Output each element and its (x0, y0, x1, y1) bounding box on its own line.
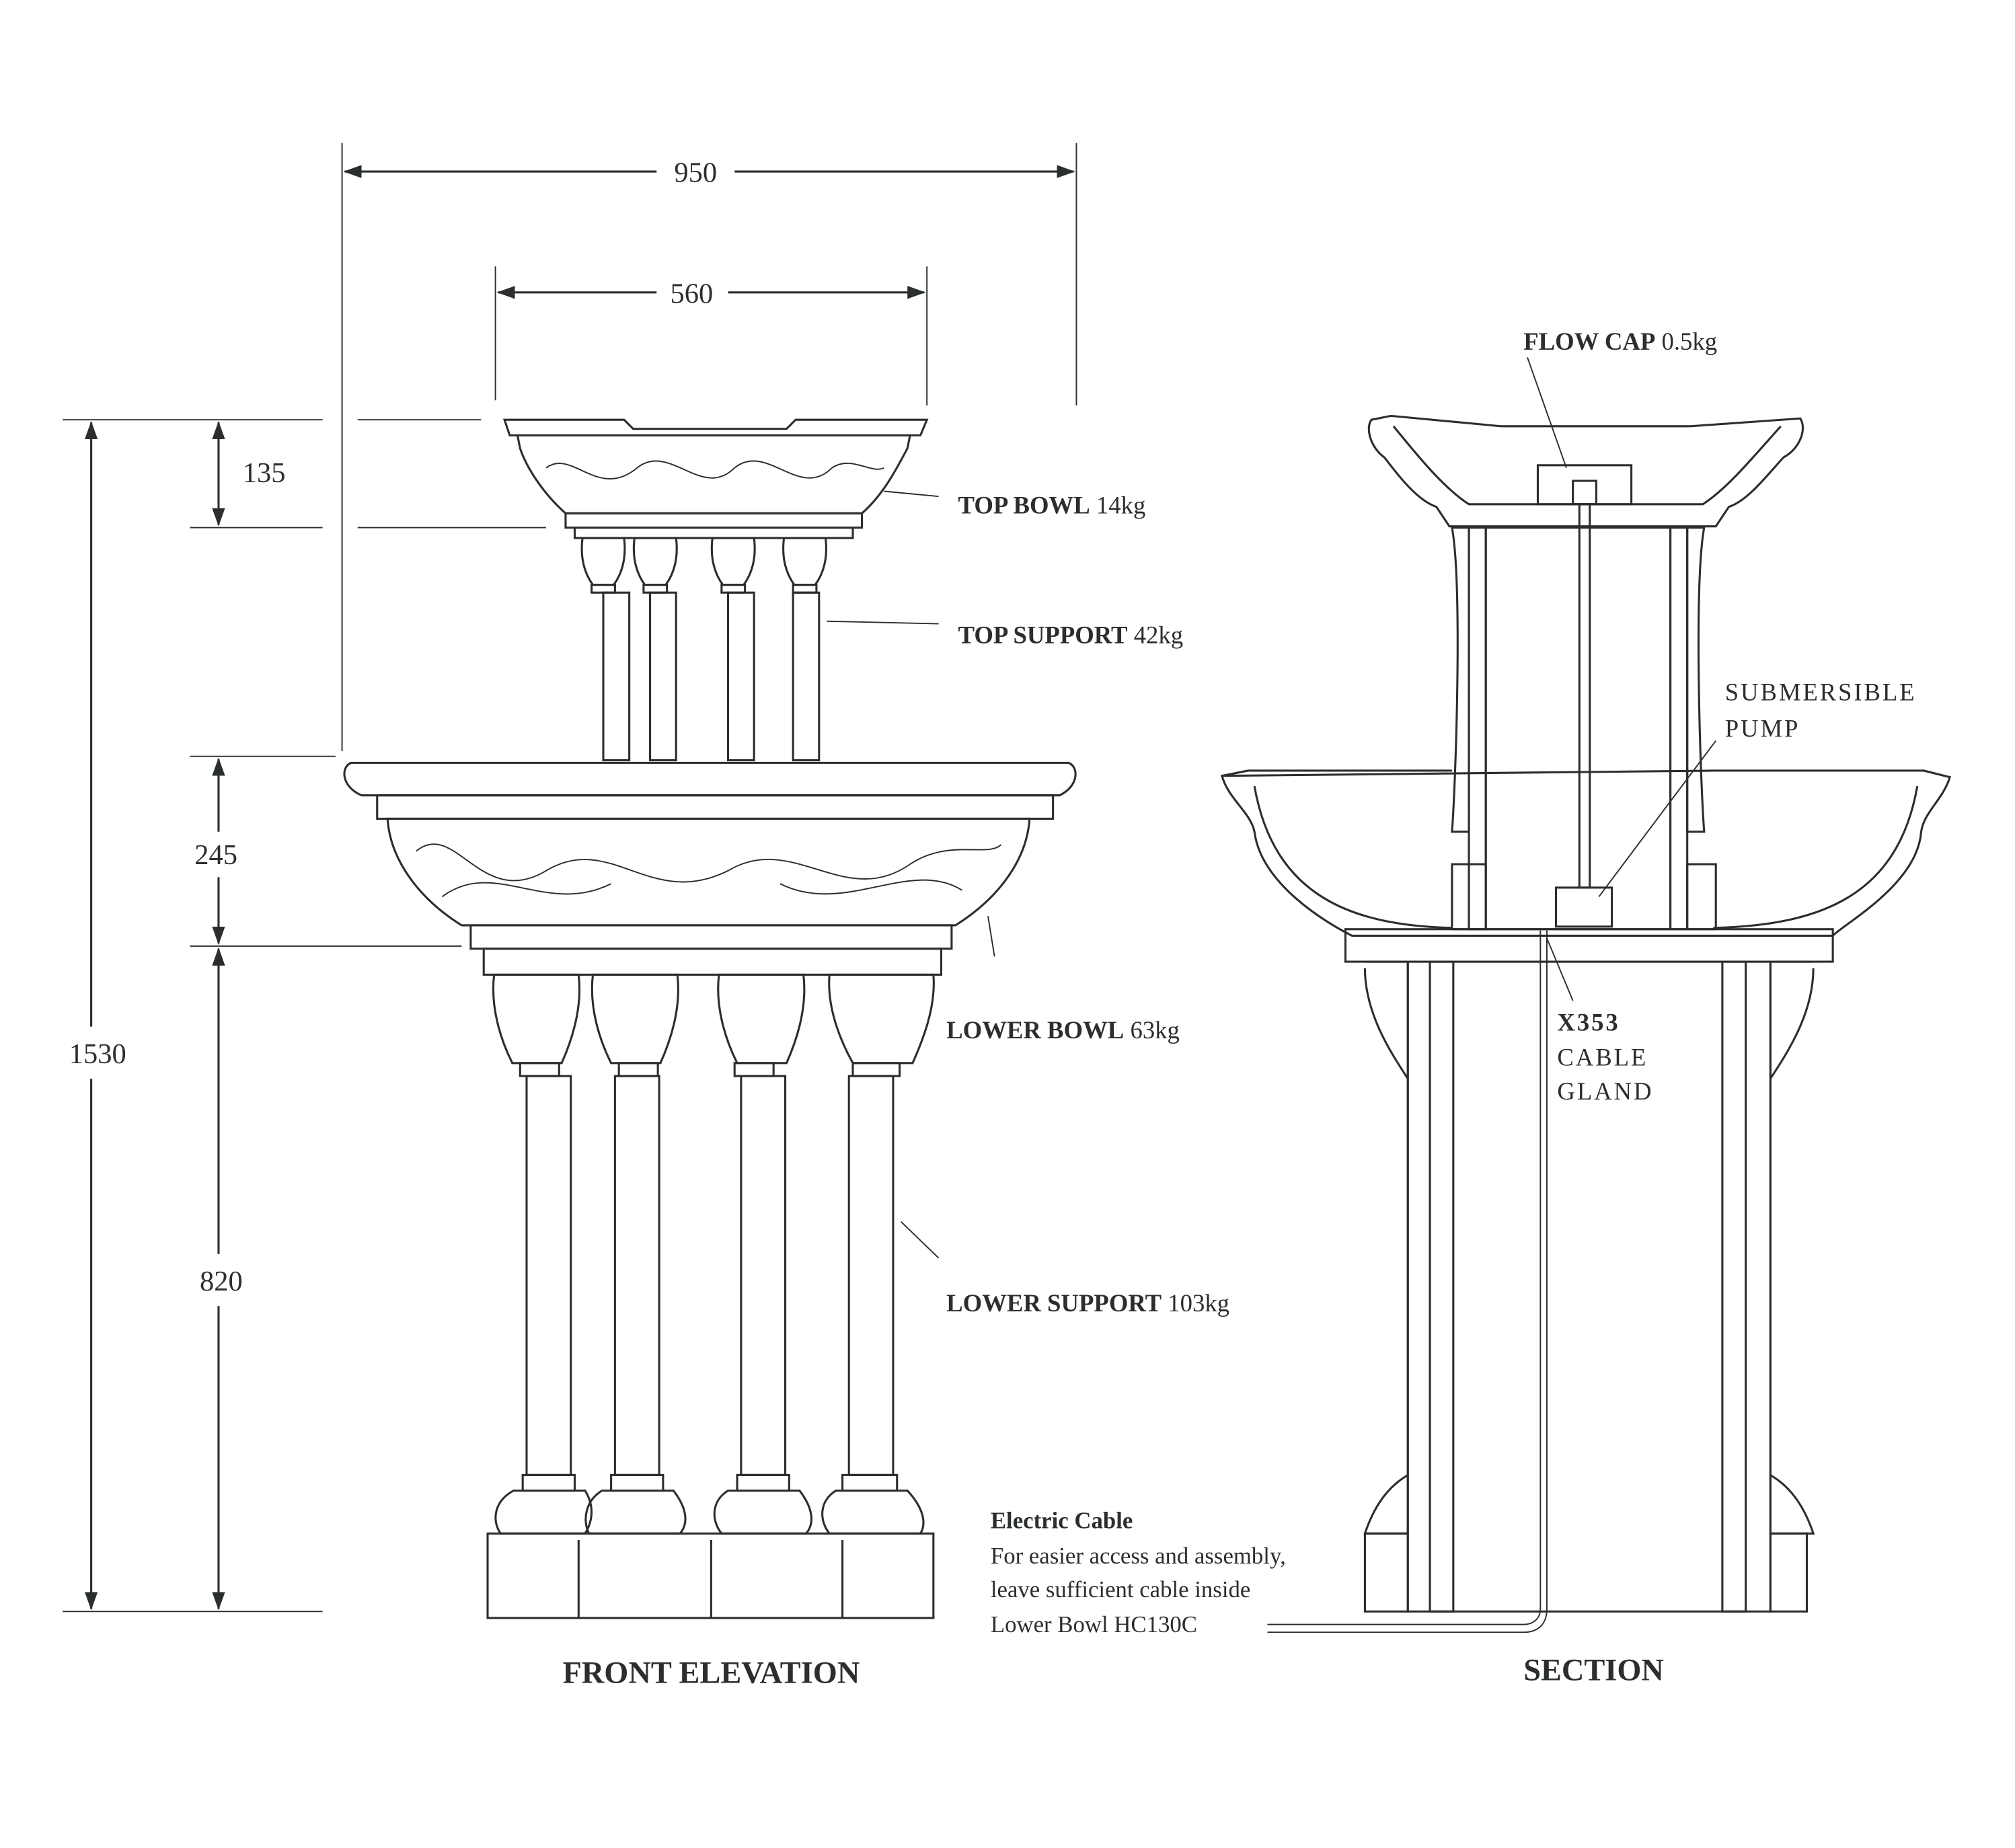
label-lower-support: LOWER SUPPORT 103kg (946, 1289, 1229, 1317)
label-top-bowl: TOP BOWL 14kg (958, 491, 1146, 518)
caption-section: SECTION (1523, 1654, 1664, 1688)
dim-245: 245 (194, 839, 237, 871)
label-lower-bowl: LOWER BOWL 63kg (946, 1016, 1180, 1044)
front-lower-support (482, 948, 942, 1619)
cable-note-line: Lower Bowl HC130C (991, 1611, 1197, 1638)
dim-1530: 1530 (69, 1038, 126, 1070)
label-flow-cap: FLOW CAP 0.5kg (1523, 328, 1717, 355)
label-gland-line2: CABLE (1557, 1044, 1648, 1071)
front-elevation (343, 418, 1077, 1619)
caption-front-elevation: FRONT ELEVATION (562, 1656, 860, 1691)
dim-560: 560 (671, 278, 714, 309)
label-pump-line2: PUMP (1725, 715, 1800, 742)
label-gland-line1: X353 (1557, 1008, 1620, 1036)
front-lower-bowl (343, 761, 1077, 950)
section-view (1220, 357, 1951, 1633)
leader-lines (827, 490, 995, 1259)
flow-cap (1536, 464, 1633, 506)
dim-135: 135 (243, 457, 286, 489)
dim-820: 820 (200, 1266, 243, 1297)
dim-950: 950 (674, 157, 717, 189)
label-top-support: TOP SUPPORT 42kg (958, 621, 1184, 649)
front-top-bowl (502, 418, 929, 529)
electric-cable (1267, 930, 1548, 1633)
dimension-lines (63, 143, 1077, 1613)
label-pump-line1: SUBMERSIBLE (1725, 679, 1917, 706)
submersible-pump (1554, 886, 1613, 928)
pump-pipe (1578, 503, 1591, 889)
cable-note-title: Electric Cable (991, 1508, 1133, 1534)
label-gland-line3: GLAND (1557, 1077, 1653, 1105)
cable-note-line: leave sufficient cable inside (991, 1576, 1250, 1603)
front-top-support (573, 527, 854, 762)
cable-note-line: For easier access and assembly, (991, 1543, 1286, 1569)
